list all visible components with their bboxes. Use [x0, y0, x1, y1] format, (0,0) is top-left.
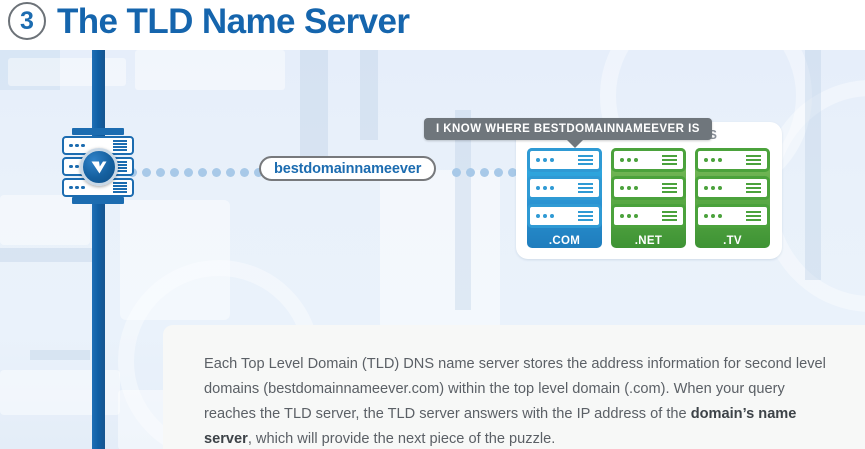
- led-dots: [536, 186, 554, 190]
- led-dots: [620, 158, 638, 162]
- watermark-shape: [455, 110, 471, 310]
- led-dots: [704, 214, 722, 218]
- vent-lines: [578, 211, 593, 221]
- watermark-shape: [30, 350, 90, 360]
- v-logo-icon: [80, 148, 118, 186]
- header-inner: 3 The TLD Name Server: [8, 1, 410, 41]
- led-dots: [704, 158, 722, 162]
- watermark-shape: [0, 50, 60, 90]
- tld-column-label: .TV: [723, 235, 742, 247]
- led-dots: [69, 143, 85, 148]
- trunk-line: [92, 50, 105, 449]
- description-text-2: , which will provide the next piece of t…: [247, 431, 556, 447]
- server-unit: [611, 148, 686, 172]
- tooltip-text: I KNOW WHERE BESTDOMAINNAMEEVER IS: [436, 123, 700, 135]
- watermark-shape: [0, 248, 105, 262]
- description-text-bold: domain’s name server: [204, 406, 797, 447]
- led-dots: [536, 214, 554, 218]
- page-title: The TLD Name Server: [57, 1, 410, 41]
- watermark-shape: [300, 50, 328, 170]
- server-unit: [527, 148, 602, 172]
- watermark-shape: [805, 50, 821, 280]
- watermark-shape: [118, 390, 168, 449]
- led-dots: [536, 158, 554, 162]
- page-header: 3 The TLD Name Server: [0, 0, 865, 50]
- rack-cap-top: [72, 128, 124, 135]
- watermark-shape: [380, 170, 500, 330]
- tld-column-net[interactable]: .NET: [611, 148, 686, 248]
- server-stack-icon[interactable]: [62, 128, 134, 204]
- step-number: 3: [20, 6, 34, 35]
- vent-lines: [662, 183, 677, 193]
- led-dots: [704, 186, 722, 190]
- led-dots: [620, 186, 638, 190]
- tld-column-tv[interactable]: .TV: [695, 148, 770, 248]
- tld-column-label: .COM: [548, 235, 581, 247]
- server-unit: [611, 176, 686, 200]
- tooltip-callout: I KNOW WHERE BESTDOMAINNAMEEVER IS: [424, 118, 712, 148]
- watermark-shape: [360, 50, 378, 140]
- vent-lines: [746, 211, 761, 221]
- tld-column-label: .NET: [634, 235, 663, 247]
- server-unit: [527, 204, 602, 228]
- vent-lines: [113, 182, 127, 193]
- vent-lines: [746, 183, 761, 193]
- query-domain-label: bestdomainnameever: [274, 160, 422, 177]
- server-unit: [527, 176, 602, 200]
- step-number-badge: 3: [8, 2, 46, 40]
- rack-cap-bottom: [72, 197, 124, 204]
- tooltip-arrow-icon: [565, 139, 584, 148]
- watermark-shape: [8, 58, 126, 86]
- server-unit: [695, 148, 770, 172]
- vent-lines: [113, 140, 127, 151]
- query-domain-pill[interactable]: bestdomainnameever: [259, 156, 437, 181]
- tld-rack-columns: .COM .NET: [527, 148, 771, 248]
- description-paragraph: Each Top Level Domain (TLD) DNS name ser…: [204, 352, 834, 449]
- server-unit: [611, 204, 686, 228]
- led-dots: [620, 214, 638, 218]
- vent-lines: [662, 155, 677, 165]
- server-unit: [695, 204, 770, 228]
- vent-lines: [662, 211, 677, 221]
- watermark-shape: [135, 50, 285, 90]
- vent-lines: [746, 155, 761, 165]
- server-unit: [695, 176, 770, 200]
- vent-lines: [578, 155, 593, 165]
- description-card: Each Top Level Domain (TLD) DNS name ser…: [163, 325, 865, 449]
- led-dots: [69, 185, 85, 190]
- tld-column-com[interactable]: .COM: [527, 148, 602, 248]
- description-text-1: Each Top Level Domain (TLD) DNS name ser…: [204, 356, 826, 422]
- vent-lines: [578, 183, 593, 193]
- vent-lines: [113, 161, 127, 172]
